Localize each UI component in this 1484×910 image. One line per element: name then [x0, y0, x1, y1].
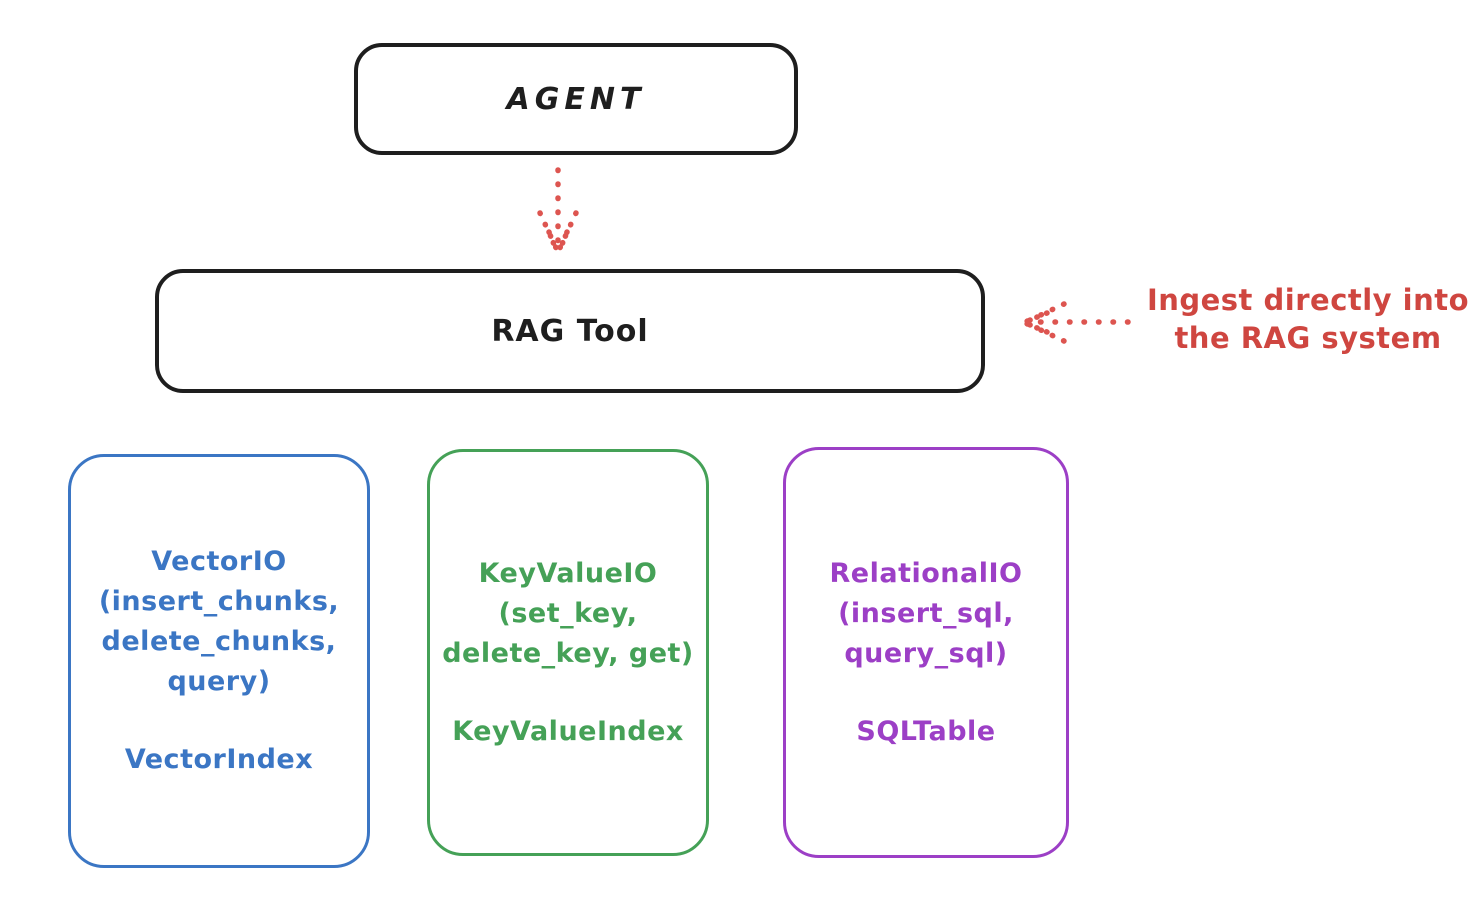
- relational-io-card: RelationalIO (insert_sql, query_sql) SQL…: [783, 447, 1069, 858]
- card-line: KeyValueIO: [478, 557, 658, 589]
- vector-io-lines: VectorIO (insert_chunks, delete_chunks, …: [99, 542, 339, 702]
- ingest-annotation: Ingest directly into the RAG system: [1138, 281, 1478, 357]
- ingest-annotation-line-2: the RAG system: [1174, 321, 1442, 355]
- sql-table-label: SQLTable: [856, 715, 996, 747]
- card-line: delete_chunks,: [101, 626, 337, 657]
- keyvalue-index-label: KeyValueIndex: [452, 715, 684, 747]
- card-line: RelationalIO: [829, 557, 1023, 589]
- agent-to-rag-dotted-arrow: [537, 167, 579, 255]
- vector-io-card: VectorIO (insert_chunks, delete_chunks, …: [68, 454, 370, 868]
- card-line: query): [167, 666, 271, 697]
- card-line: delete_key, get): [442, 637, 694, 669]
- card-line: query_sql): [844, 637, 1008, 669]
- keyvalue-io-card: KeyValueIO (set_key, delete_key, get) Ke…: [427, 449, 709, 856]
- relational-io-lines: RelationalIO (insert_sql, query_sql): [830, 554, 1023, 674]
- card-line: (set_key,: [498, 597, 638, 629]
- rag-tool-label: RAG Tool: [491, 313, 649, 349]
- vector-index-label: VectorIndex: [124, 744, 314, 775]
- card-line: VectorIO: [151, 546, 287, 577]
- card-line: (insert_sql,: [838, 597, 1014, 629]
- ingest-annotation-line-1: Ingest directly into: [1146, 283, 1470, 317]
- rag-tool-node: RAG Tool: [155, 269, 985, 393]
- agent-node: AGENT: [354, 43, 798, 155]
- ingest-annotation-dotted-arrow: [1022, 301, 1131, 344]
- card-line: (insert_chunks,: [98, 586, 340, 617]
- keyvalue-io-lines: KeyValueIO (set_key, delete_key, get): [442, 554, 694, 674]
- agent-label: AGENT: [506, 81, 646, 117]
